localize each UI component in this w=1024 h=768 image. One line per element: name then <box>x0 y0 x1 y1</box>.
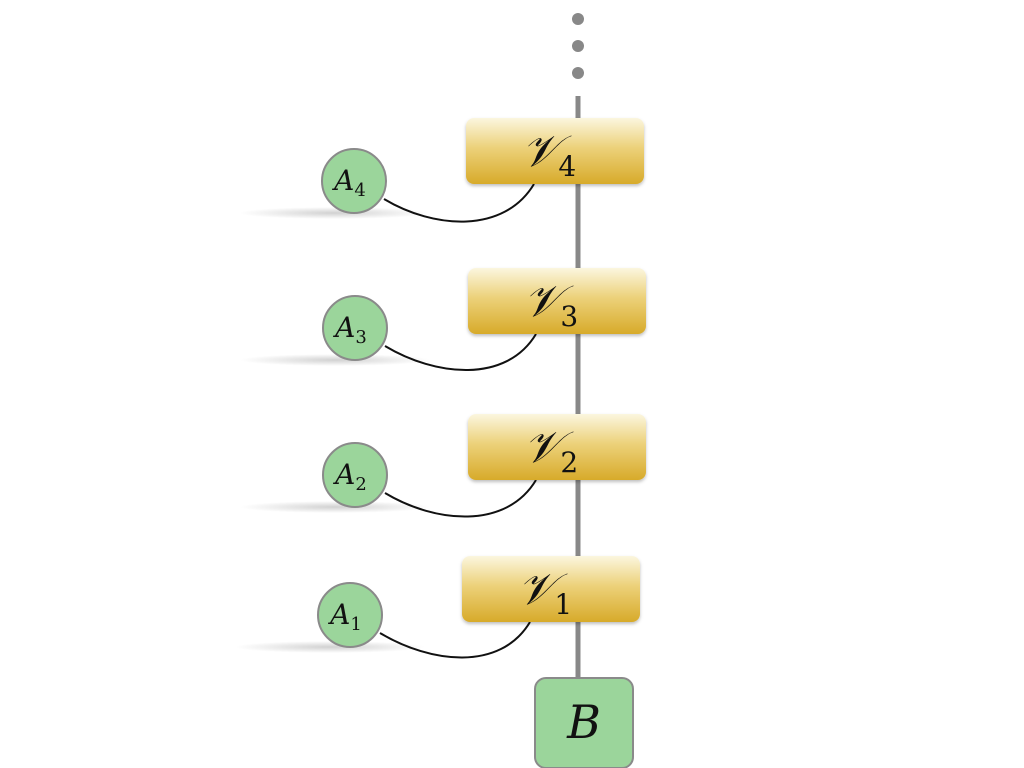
stage-box-label: 𝒱1 <box>518 564 572 621</box>
bottom-node-box <box>534 677 634 768</box>
input-node-label: A3 <box>332 311 367 348</box>
input-node-symbol: A <box>331 164 354 197</box>
input-node-subscript: 1 <box>350 614 361 635</box>
input-node-subscript: 2 <box>355 474 366 495</box>
input-node-circle <box>322 442 388 508</box>
stage-box-subscript: 3 <box>560 300 578 333</box>
ellipsis-dot <box>572 13 584 25</box>
input-node-subscript: 4 <box>354 180 365 201</box>
stage-box <box>462 556 640 622</box>
connector-curve <box>379 621 531 659</box>
bottom-node-label: B <box>566 695 601 749</box>
input-node-subscript: 3 <box>355 327 366 348</box>
stage-box <box>468 414 646 480</box>
input-node-circle <box>321 148 387 214</box>
input-node-label: A1 <box>327 598 362 635</box>
input-node-label: A2 <box>332 458 367 495</box>
input-node-circle <box>317 582 383 648</box>
stage-box-subscript: 1 <box>554 588 572 621</box>
connector-curve <box>384 479 537 518</box>
node-shadow <box>240 354 430 366</box>
input-node-circle <box>322 295 388 361</box>
node-shadow <box>240 501 430 513</box>
input-node-label: A4 <box>331 164 366 201</box>
input-node-symbol: A <box>332 458 355 491</box>
stage-box-subscript: 4 <box>558 150 576 183</box>
connector-curve <box>384 333 537 371</box>
node-shadow <box>239 207 429 219</box>
connector-curve <box>383 183 535 223</box>
ellipsis-dot <box>572 40 584 52</box>
ellipsis-dots <box>572 13 584 79</box>
input-node-symbol: A <box>332 311 355 344</box>
stage-box <box>466 118 644 184</box>
stage-box <box>468 268 646 334</box>
ellipsis-dot <box>572 67 584 79</box>
bottom-node: B <box>534 677 634 768</box>
input-node-symbol: A <box>327 598 350 631</box>
node-shadow <box>235 641 425 653</box>
stage-box-subscript: 2 <box>560 446 578 479</box>
